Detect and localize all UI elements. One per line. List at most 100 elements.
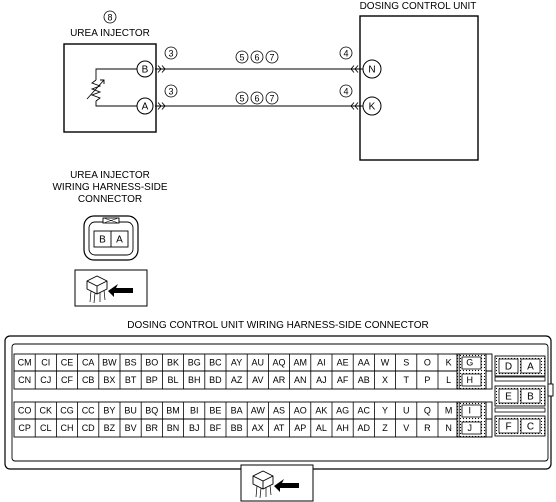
dcu-pin-bi: BI xyxy=(190,406,199,416)
dcu-pin-am: AM xyxy=(293,358,307,368)
wire2-right-callout: 4 xyxy=(343,87,348,97)
dcu-pin-bh: BH xyxy=(188,375,201,385)
injector-number-circle: 8 xyxy=(103,10,117,24)
dcu-pin-e: E xyxy=(505,392,512,403)
dcu-pin-be: BE xyxy=(209,406,221,416)
dcu-pin-r: R xyxy=(424,423,431,433)
dcu-pin-bk: BK xyxy=(167,358,179,368)
wire2-callouts xyxy=(164,84,353,105)
dcu-pin-cm: CM xyxy=(18,358,32,368)
dcu-pin-bl: BL xyxy=(167,375,178,385)
dcu-pin-af: AF xyxy=(337,375,349,385)
connector-view-direction-icon xyxy=(74,269,148,307)
dcu-pin-bg: BG xyxy=(188,358,201,368)
dcu-pin-bd: BD xyxy=(209,375,222,385)
dcu-pin-k: K xyxy=(362,96,382,116)
dcu-pin-as: AS xyxy=(273,406,285,416)
dcu-pin-bt: BT xyxy=(125,375,137,385)
svg-text:N: N xyxy=(368,65,375,76)
dcu-pin-bs: BS xyxy=(125,358,137,368)
wire1-mid-callout-1: 5 xyxy=(239,53,244,63)
dcu-pin-ay: AY xyxy=(231,358,242,368)
dosing-control-unit-box xyxy=(359,15,479,161)
dcu-pin-ag: AG xyxy=(336,406,349,416)
wire1-left-callout: 3 xyxy=(168,49,173,59)
dcu-pin-bc: BC xyxy=(209,358,222,368)
dcu-pin-by: BY xyxy=(103,406,115,416)
dcu-pin-aj: AJ xyxy=(316,375,327,385)
dosing-control-unit-label: DOSING CONTROL UNIT xyxy=(360,1,477,12)
dcu-side-pin-box xyxy=(520,388,541,404)
svg-text:A: A xyxy=(142,102,149,113)
dcu-pin-j: J xyxy=(468,423,473,433)
dcu-pin-aw: AW xyxy=(251,406,266,416)
dcu-pin-d: D xyxy=(505,362,512,373)
dcu-pin-cb: CB xyxy=(82,375,95,385)
dcu-pin-ci: CI xyxy=(41,358,50,368)
injector-connector-pin-b: B xyxy=(99,235,106,246)
dcu-pin-bv: BV xyxy=(125,423,137,433)
dcu-pin-bm: BM xyxy=(166,406,180,416)
dcu-pin-ax: AX xyxy=(252,423,264,433)
wire1-right-callout: 4 xyxy=(343,49,348,59)
dcu-pin-bn: BN xyxy=(167,423,180,433)
dcu-side-pin-box xyxy=(498,418,519,434)
dcu-pin-ca: CA xyxy=(82,358,95,368)
dcu-pin-n: N xyxy=(362,59,382,79)
dcu-pin-b: B xyxy=(527,392,534,403)
dcu-pin-k: K xyxy=(446,358,452,368)
dcu-pin-y: Y xyxy=(382,406,388,416)
dcu-pin-ba: BA xyxy=(231,406,243,416)
dcu-view-direction-icon xyxy=(240,464,314,502)
dcu-pin-ah: AH xyxy=(336,423,349,433)
dcu-pin-ad: AD xyxy=(358,423,371,433)
dcu-pin-al: AL xyxy=(316,423,327,433)
dcu-pin-q: Q xyxy=(424,406,431,416)
dcu-pin-cp: CP xyxy=(18,423,31,433)
dcu-pin-au: AU xyxy=(252,358,265,368)
injector-connector-label-1: UREA INJECTOR xyxy=(70,170,150,181)
dcu-side-pin-box xyxy=(498,358,519,374)
injector-number: 8 xyxy=(107,13,112,23)
dcu-pin-ac: AC xyxy=(358,406,371,416)
dcu-pin-bb: BB xyxy=(231,423,243,433)
dcu-pin-cl: CL xyxy=(40,423,52,433)
injector-connector-pin-a: A xyxy=(116,235,123,246)
dcu-lower-block xyxy=(13,401,493,438)
dcu-pin-v: V xyxy=(403,423,409,433)
wire1-mid-callout-3: 7 xyxy=(269,53,274,63)
dcu-pin-i: I xyxy=(469,406,472,416)
dcu-pin-av: AV xyxy=(252,375,263,385)
wire1-callouts xyxy=(164,46,353,64)
dcu-pin-u: U xyxy=(403,406,410,416)
wire-b-to-n xyxy=(155,65,363,73)
dcu-pin-cg: CG xyxy=(60,406,74,416)
dcu-pin-aa: AA xyxy=(358,358,370,368)
dcu-pin-t: T xyxy=(403,375,409,385)
dcu-pin-co: CO xyxy=(18,406,32,416)
dcu-pin-cf: CF xyxy=(61,375,73,385)
injector-connector-label-3: CONNECTOR xyxy=(78,194,142,205)
dcu-pin-ar: AR xyxy=(273,375,286,385)
dcu-dotted-end-cells xyxy=(456,353,487,438)
injector-coil-symbol xyxy=(86,68,138,107)
dcu-pin-ai: AI xyxy=(317,358,326,368)
dcu-pin-bz: BZ xyxy=(104,423,116,433)
dcu-upper-block xyxy=(13,353,493,390)
injector-connector xyxy=(83,215,139,261)
dcu-pin-bx: BX xyxy=(103,375,115,385)
dcu-pin-bq: BQ xyxy=(145,406,158,416)
dcu-pin-ab: AB xyxy=(358,375,370,385)
wire1-mid-callout-2: 6 xyxy=(254,53,259,63)
dcu-pin-bj: BJ xyxy=(189,423,200,433)
dcu-pin-l: L xyxy=(446,375,451,385)
dcu-pin-ak: AK xyxy=(315,406,327,416)
dcu-pin-ae: AE xyxy=(337,358,349,368)
injector-connector-label-2: WIRING HARNESS-SIDE xyxy=(52,182,167,193)
dcu-pin-n: N xyxy=(445,423,452,433)
dcu-pin-x: X xyxy=(382,375,388,385)
urea-injector-label: UREA INJECTOR xyxy=(70,28,150,39)
dcu-pin-p: P xyxy=(424,375,430,385)
dcu-side-pin-box xyxy=(498,388,519,404)
dcu-pin-h: H xyxy=(467,375,474,385)
